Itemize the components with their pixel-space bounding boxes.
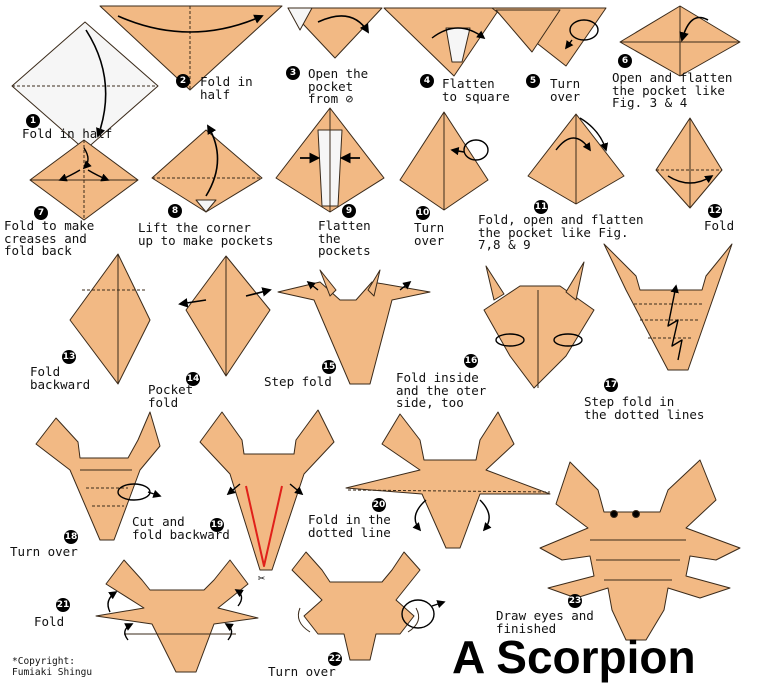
step-6-caption: Open and flatten the pocket like Fig. 3 … — [612, 72, 732, 110]
step-12-caption: Fold — [704, 220, 734, 233]
step-14-figure — [180, 256, 270, 376]
step-8-number: 8 — [168, 204, 182, 218]
step-20-number: 20 — [372, 498, 386, 512]
step-8-figure — [152, 126, 262, 212]
step-12-figure — [656, 118, 722, 208]
step-14-caption: Pocket fold — [148, 384, 193, 409]
step-13-number: 13 — [62, 350, 76, 364]
step-8-caption: Lift the corner up to make pockets — [138, 222, 273, 247]
step-3-number: 3 — [286, 66, 300, 80]
copyright-note: *Copyright: Fumiaki Shingu — [12, 656, 92, 678]
step-2-caption: Fold in half — [200, 76, 253, 101]
svg-text:✂: ✂ — [258, 571, 265, 585]
step-21-figure — [96, 560, 258, 672]
step-13-figure — [70, 254, 150, 384]
step-3-figure — [288, 8, 382, 58]
step-19-figure: ✂ — [200, 410, 334, 585]
step-2-number: 2 — [176, 74, 190, 88]
step-12-number: 12 — [708, 204, 722, 218]
step-5-figure — [492, 8, 606, 66]
step-5-caption: Turn over — [550, 78, 580, 103]
step-11-figure — [528, 114, 624, 204]
step-16-number: 16 — [464, 354, 478, 368]
diagram-title: A Scorpion — [452, 634, 696, 680]
step-15-number: 15 — [322, 360, 336, 374]
step-21-caption: Fold — [34, 616, 64, 629]
step-19-caption: Cut and fold backward — [132, 516, 230, 541]
step-10-number: 10 — [416, 206, 430, 220]
step-1-caption: Fold in half — [22, 128, 112, 141]
right-eye-icon — [633, 511, 640, 518]
step-15-figure — [278, 270, 430, 384]
step-16-figure — [484, 262, 594, 388]
step-17-number: 17 — [604, 378, 618, 392]
step-7-caption: Fold to make creases and fold back — [4, 220, 94, 258]
step-23-number: 23 — [568, 594, 582, 608]
step-17-caption: Step fold in the dotted lines — [584, 396, 704, 421]
step-9-caption: Flatten the pockets — [318, 220, 371, 258]
step-16-caption: Fold inside and the oter side, too — [396, 372, 486, 410]
step-17-figure — [604, 244, 732, 370]
step-22-figure — [292, 552, 444, 660]
step-5-number: 5 — [526, 74, 540, 88]
step-3-caption: Open the pocket from ⊘ — [308, 68, 368, 106]
step-4-figure — [384, 8, 500, 76]
left-eye-icon — [611, 511, 618, 518]
step-10-caption: Turn over — [414, 222, 444, 247]
step-18-caption: Turn over — [10, 546, 78, 559]
step-6-number: 6 — [618, 54, 632, 68]
step-22-caption: Turn over — [268, 666, 336, 679]
step-13-caption: Fold backward — [30, 366, 90, 391]
step-6-figure — [620, 6, 740, 76]
step-10-figure — [400, 112, 488, 210]
step-9-figure — [276, 108, 384, 212]
step-18-number: 18 — [64, 530, 78, 544]
step-9-number: 9 — [342, 204, 356, 218]
step-21-number: 21 — [56, 598, 70, 612]
step-4-caption: Flatten to square — [442, 78, 510, 103]
step-11-caption: Fold, open and flatten the pocket like F… — [478, 214, 644, 252]
step-4-number: 4 — [420, 74, 434, 88]
step-15-caption: Step fold — [264, 376, 332, 389]
step-20-caption: Fold in the dotted line — [308, 514, 391, 539]
